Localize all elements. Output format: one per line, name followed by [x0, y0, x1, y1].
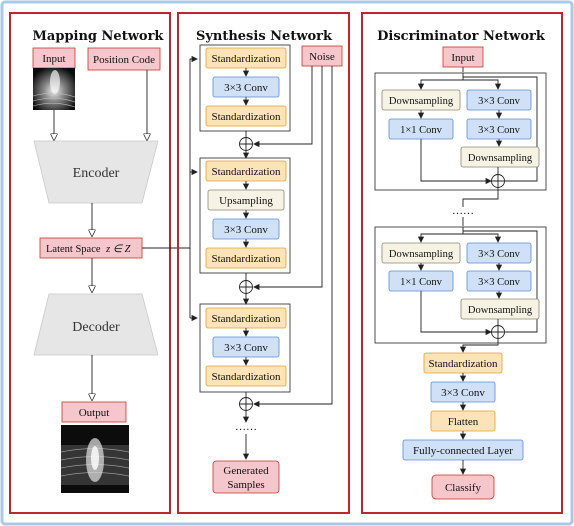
disc-standardization-label: Standardization	[428, 358, 498, 370]
encoder-label: Encoder	[73, 166, 120, 181]
block3-standardization-2	[205, 365, 287, 387]
disc-input-label: Input	[451, 52, 474, 64]
block1-conv-label: 3×3 Conv	[224, 82, 268, 94]
block3-standardization-2-label: Standardization	[211, 371, 281, 383]
res2-downsampling-right-label: Downsampling	[468, 305, 533, 316]
noise-label: Noise	[309, 51, 335, 63]
res2-conv3x3-2-label: 3×3 Conv	[478, 277, 521, 288]
res1-conv1x1-label: 1×1 Conv	[400, 125, 443, 136]
latent-space-label: Latent Space z ∈ Z	[46, 244, 131, 255]
synthesis-title: Synthesis Network	[196, 29, 333, 44]
res1-conv3x3-1-label: 3×3 Conv	[478, 96, 521, 107]
block1-standardization-2-label: Standardization	[211, 111, 281, 123]
block2-conv-label: 3×3 Conv	[224, 224, 268, 236]
res2-conv1x1-label: 1×1 Conv	[400, 277, 443, 288]
res2-conv3x3-1-label: 3×3 Conv	[478, 249, 521, 260]
block2-upsampling-label: Upsampling	[219, 195, 273, 207]
discriminator-panel-border	[361, 12, 563, 514]
disc-res-block-1	[374, 72, 547, 191]
block2-standardization-1-label: Standardization	[211, 166, 281, 178]
block3-conv-label: 3×3 Conv	[224, 342, 268, 354]
encoder-trapezoid	[33, 140, 159, 204]
synthesis-block-1	[199, 44, 291, 132]
mapping-output-box	[61, 401, 127, 423]
mapping-input-label: Input	[42, 53, 65, 65]
block3-standardization-1-label: Standardization	[211, 313, 281, 325]
block2-standardization-2	[205, 247, 287, 269]
discriminator-network-panel: Discriminator Network Input Downsampling…	[361, 12, 563, 514]
disc-ellipsis: ……	[452, 205, 474, 217]
block2-standardization-2-label: Standardization	[211, 253, 281, 265]
disc-classify-label: Classify	[445, 482, 482, 494]
mapping-title: Mapping Network	[33, 29, 165, 44]
block1-standardization-1-label: Standardization	[211, 53, 281, 65]
synthesis-block-2	[199, 157, 291, 274]
res1-conv3x3-2-label: 3×3 Conv	[478, 125, 521, 136]
mapping-panel-border	[9, 12, 171, 514]
block1-standardization-2	[205, 105, 287, 127]
output-image-thumbnail	[60, 425, 130, 493]
synthesis-panel-border	[177, 12, 350, 514]
position-code-box	[87, 47, 161, 71]
disc-res-block-2	[374, 226, 547, 344]
generated-label-2: Samples	[227, 479, 264, 491]
mapping-network-panel: Mapping Network Input Position Code Enco…	[9, 12, 171, 514]
decoder-label: Decoder	[72, 320, 120, 335]
synthesis-block-3	[199, 303, 291, 393]
res2-downsampling-right	[460, 298, 540, 320]
generated-label-1: Generated	[223, 465, 269, 477]
res1-downsampling-right-label: Downsampling	[468, 153, 533, 164]
decoder-trapezoid	[33, 293, 159, 356]
res2-downsampling-left-label: Downsampling	[389, 249, 454, 260]
synthesis-network-panel: Synthesis Network Noise Standardization …	[177, 12, 350, 514]
synthesis-ellipsis: ……	[235, 421, 257, 433]
discriminator-title: Discriminator Network	[377, 29, 546, 44]
disc-conv3x3-label: 3×3 Conv	[441, 387, 485, 399]
position-code-label: Position Code	[93, 54, 155, 66]
disc-fc-layer-label: Fully-connected Layer	[413, 445, 513, 457]
disc-classify	[431, 474, 495, 500]
res1-downsampling-left-label: Downsampling	[389, 96, 454, 107]
mapping-output-label: Output	[79, 407, 110, 419]
generated-samples-box	[212, 460, 280, 494]
res1-downsampling-right	[460, 146, 540, 168]
disc-flatten-label: Flatten	[448, 416, 479, 428]
input-image-thumbnail	[32, 68, 76, 110]
